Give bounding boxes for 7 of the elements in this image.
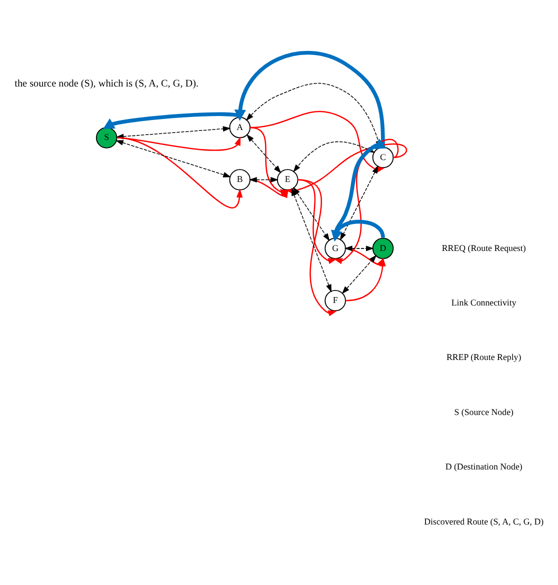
legend-label: S (Source Node): [454, 406, 514, 416]
label: the source node (S), which is (S, A, C, G, D).: [14, 78, 199, 90]
legend-label: RREP (Route Reply): [446, 352, 522, 362]
legend-label: Discovered Route (S, A, C, G, D): [424, 516, 544, 526]
legend-label: RREQ (Route Request): [442, 242, 526, 252]
legend-label: D (Destination Node): [445, 461, 522, 472]
legend-label: Link Connectivity: [451, 297, 516, 308]
